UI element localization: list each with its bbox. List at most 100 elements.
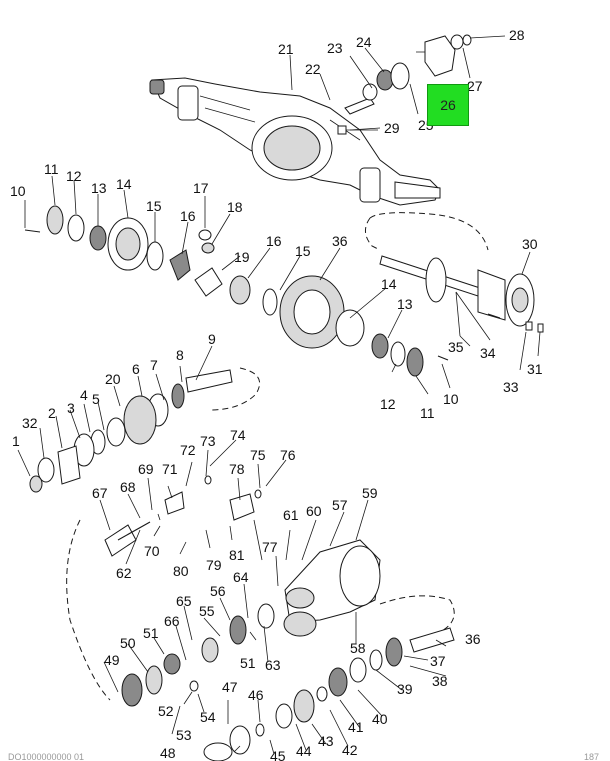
callout-label: 36 — [465, 631, 481, 647]
callout-label: 12 — [380, 396, 396, 412]
callout-label: 53 — [176, 727, 192, 743]
callout-label: 51 — [143, 625, 159, 641]
callout-label: 71 — [162, 461, 178, 477]
callout-label: 1 — [12, 433, 20, 449]
callout-label: 80 — [173, 563, 189, 579]
callout-label: 6 — [132, 361, 140, 377]
axle-housing — [149, 77, 441, 206]
callout-label: 42 — [342, 742, 358, 758]
callout-label: 13 — [397, 296, 413, 312]
callout-label: 66 — [164, 613, 180, 629]
callout-label: 58 — [350, 640, 366, 656]
callout-label: 70 — [144, 543, 160, 559]
callout-label: 16 — [180, 208, 196, 224]
callout-label: 17 — [193, 180, 209, 196]
callout-label: 77 — [262, 539, 278, 555]
callout-label: 36 — [332, 233, 348, 249]
callout-label: 7 — [150, 357, 158, 373]
highlighted-part-box[interactable]: 26 — [427, 84, 469, 126]
callout-label: 32 — [22, 415, 38, 431]
callout-label: 48 — [160, 745, 176, 761]
callout-label: 24 — [356, 34, 372, 50]
callout-label: 47 — [222, 679, 238, 695]
callout-label: 3 — [67, 400, 75, 416]
callout-label: 10 — [443, 391, 459, 407]
callout-label: 81 — [229, 547, 245, 563]
callout-label: 19 — [234, 249, 250, 265]
callout-label: 49 — [104, 652, 120, 668]
callout-label: 55 — [199, 603, 215, 619]
callout-label: 15 — [295, 243, 311, 259]
callout-label: 12 — [66, 168, 82, 184]
callout-label: 41 — [348, 719, 364, 735]
callout-label: 33 — [503, 379, 519, 395]
footer-code: DO1000000000 01 — [8, 752, 84, 761]
callout-label: 78 — [229, 461, 245, 477]
diff-left-row — [24, 205, 449, 377]
callout-label: 73 — [200, 433, 216, 449]
callout-label: 21 — [278, 41, 294, 57]
callout-label: 13 — [91, 180, 107, 196]
callout-label: 15 — [146, 198, 162, 214]
callout-label: 68 — [120, 479, 136, 495]
callout-label: 31 — [527, 361, 543, 377]
callout-label: 20 — [105, 371, 121, 387]
callout-label: 37 — [430, 653, 446, 669]
callout-label: 34 — [480, 345, 496, 361]
callout-label: 16 — [266, 233, 282, 249]
callout-label: 40 — [372, 711, 388, 727]
callout-label: 46 — [248, 687, 264, 703]
callout-label: 18 — [227, 199, 243, 215]
callout-labels: 21 22 23 24 28 27 25 29 10 11 12 13 14 1… — [8, 27, 599, 761]
leader-lines — [17, 35, 541, 755]
callout-label: 63 — [265, 657, 281, 673]
callout-label: 56 — [210, 583, 226, 599]
callout-label: 69 — [138, 461, 154, 477]
callout-label: 23 — [327, 40, 343, 56]
callout-label: 45 — [270, 748, 286, 761]
callout-label: 27 — [467, 78, 483, 94]
callout-label: 50 — [120, 635, 136, 651]
callout-label: 35 — [448, 339, 464, 355]
callout-label: 61 — [283, 507, 299, 523]
callout-label: 74 — [230, 427, 246, 443]
callout-label: 14 — [116, 176, 132, 192]
callout-label: 14 — [381, 276, 397, 292]
callout-label: 60 — [306, 503, 322, 519]
callout-label: 22 — [305, 61, 321, 77]
callout-label: 52 — [158, 703, 174, 719]
callout-label: 79 — [206, 557, 222, 573]
callout-label: 59 — [362, 485, 378, 501]
lower-housing-group — [66, 475, 455, 701]
callout-label: 64 — [233, 569, 249, 585]
bottom-gear-group — [121, 603, 455, 761]
callout-label: 38 — [432, 673, 448, 689]
callout-label: 4 — [80, 387, 88, 403]
pinion-group — [29, 367, 260, 493]
callout-label: 67 — [92, 485, 108, 501]
footer-page: 187 — [584, 752, 599, 761]
callout-label: 9 — [208, 331, 216, 347]
callout-label: 29 — [384, 120, 400, 136]
callout-label: 75 — [250, 447, 266, 463]
callout-label: 65 — [176, 593, 192, 609]
callout-label: 2 — [48, 405, 56, 421]
highlighted-part-label: 26 — [440, 97, 456, 113]
callout-label: 54 — [200, 709, 216, 725]
callout-label: 30 — [522, 236, 538, 252]
callout-label: 51 — [240, 655, 256, 671]
callout-label: 8 — [176, 347, 184, 363]
callout-label: 44 — [296, 743, 312, 759]
callout-label: 11 — [420, 405, 435, 421]
axle-shaft — [365, 212, 544, 333]
axle-top-parts — [337, 34, 472, 135]
callout-label: 57 — [332, 497, 348, 513]
callout-label: 72 — [180, 442, 196, 458]
callout-label: 28 — [509, 27, 525, 43]
callout-label: 43 — [318, 733, 334, 749]
callout-label: 39 — [397, 681, 413, 697]
callout-label: 76 — [280, 447, 296, 463]
callout-label: 10 — [10, 183, 26, 199]
callout-label: 62 — [116, 565, 132, 581]
